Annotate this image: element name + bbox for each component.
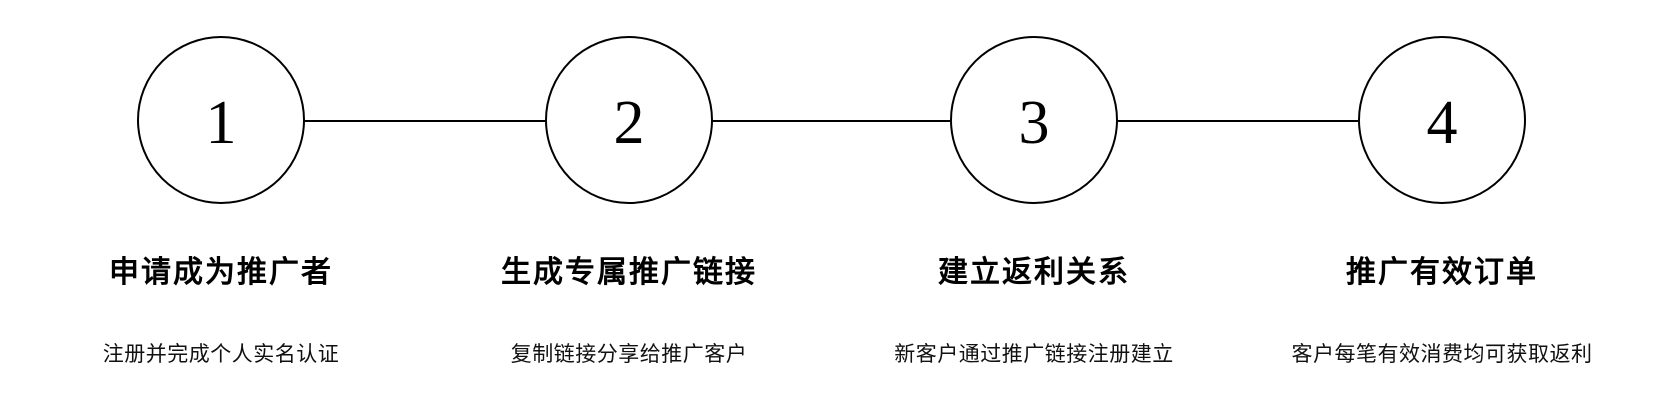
step-3-circle: 3 — [950, 36, 1118, 204]
step-2-circle: 2 — [545, 36, 713, 204]
step-4: 4 推广有效订单 客户每笔有效消费均可获取返利 — [1252, 36, 1632, 367]
step-1-title: 申请成为推广者 — [109, 256, 333, 289]
step-2-title: 生成专属推广链接 — [501, 256, 757, 289]
step-3-description: 新客户通过推广链接注册建立 — [894, 343, 1174, 366]
step-3-title: 建立返利关系 — [938, 256, 1130, 289]
step-3-number: 3 — [1018, 89, 1050, 157]
connector-line-3-4 — [1118, 120, 1358, 122]
step-1-circle: 1 — [137, 36, 305, 204]
connector-line-2-3 — [713, 120, 950, 122]
step-4-circle: 4 — [1358, 36, 1526, 204]
step-3: 3 建立返利关系 新客户通过推广链接注册建立 — [844, 36, 1224, 367]
step-2-description: 复制链接分享给推广客户 — [510, 343, 748, 366]
step-4-number: 4 — [1426, 89, 1458, 157]
step-2-number: 2 — [613, 89, 645, 157]
step-1: 1 申请成为推广者 注册并完成个人实名认证 — [31, 36, 411, 367]
step-4-title: 推广有效订单 — [1346, 256, 1538, 289]
connector-line-1-2 — [305, 120, 545, 122]
step-2: 2 生成专属推广链接 复制链接分享给推广客户 — [439, 36, 819, 367]
step-1-description: 注册并完成个人实名认证 — [102, 343, 340, 366]
step-4-description: 客户每笔有效消费均可获取返利 — [1291, 343, 1593, 366]
step-1-number: 1 — [205, 89, 237, 157]
